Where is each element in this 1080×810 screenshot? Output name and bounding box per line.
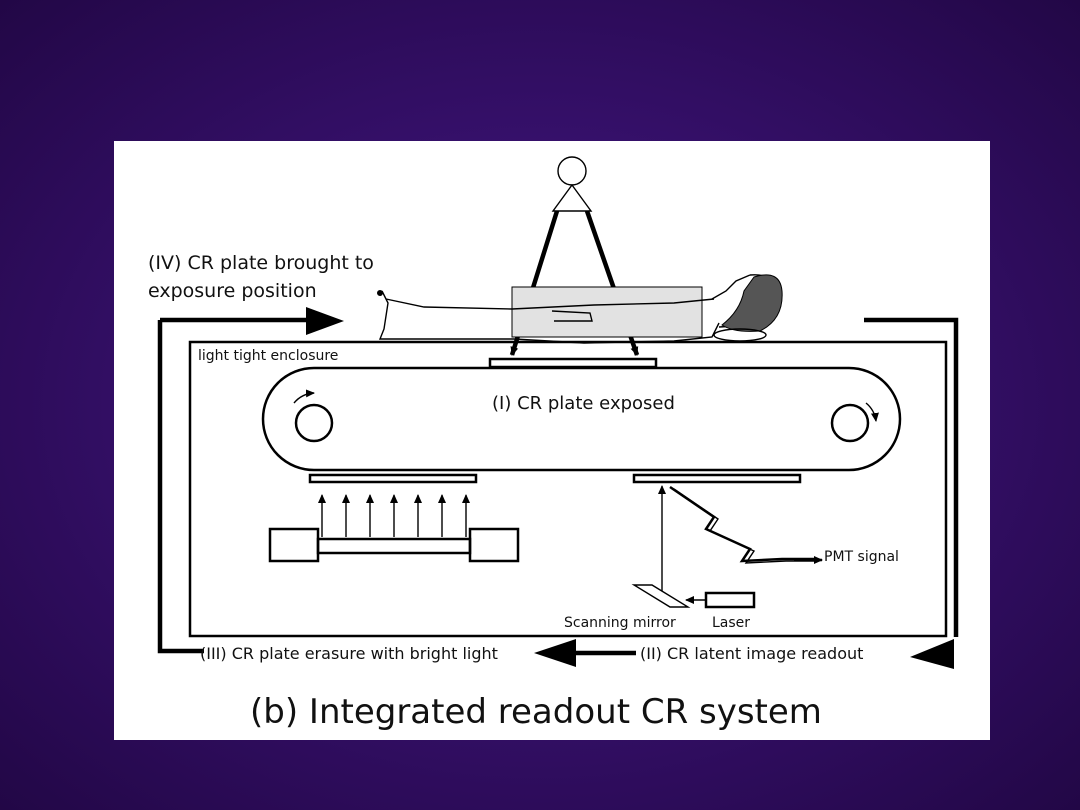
label-scanning-mirror: Scanning mirror xyxy=(564,615,676,631)
xray-tube-icon xyxy=(551,156,593,212)
label-enclosure: light tight enclosure xyxy=(198,348,338,364)
roller-icon xyxy=(293,389,334,443)
label-step-ii: (II) CR latent image readout xyxy=(640,644,863,663)
label-step-iv-line2: exposure position xyxy=(148,280,317,302)
label-step-i: (I) CR plate exposed xyxy=(492,393,675,414)
label-step-iii: (III) CR plate erasure with bright light xyxy=(200,644,498,663)
cr-plate-exposure xyxy=(488,357,658,369)
diagram-panel: (IV) CR plate brought to exposure positi… xyxy=(114,141,990,740)
cr-plate-erasure xyxy=(308,473,478,484)
cr-system-diagram: (IV) CR plate brought to exposure positi… xyxy=(148,156,959,732)
erasure-lamp-icon xyxy=(268,494,520,563)
label-pmt-signal: PMT signal xyxy=(824,549,899,565)
cr-plate-readout xyxy=(632,473,802,484)
light-tight-enclosure xyxy=(188,340,948,638)
diagram-title: (b) Integrated readout CR system xyxy=(250,692,822,732)
laser-scanner-icon xyxy=(631,485,823,609)
conveyor-belt xyxy=(261,366,902,472)
label-step-iv-line1: (IV) CR plate brought to xyxy=(148,252,374,274)
patient-lying-icon xyxy=(377,274,783,344)
label-laser: Laser xyxy=(712,615,750,631)
roller-icon xyxy=(830,402,879,443)
process-loop-path xyxy=(157,307,959,669)
